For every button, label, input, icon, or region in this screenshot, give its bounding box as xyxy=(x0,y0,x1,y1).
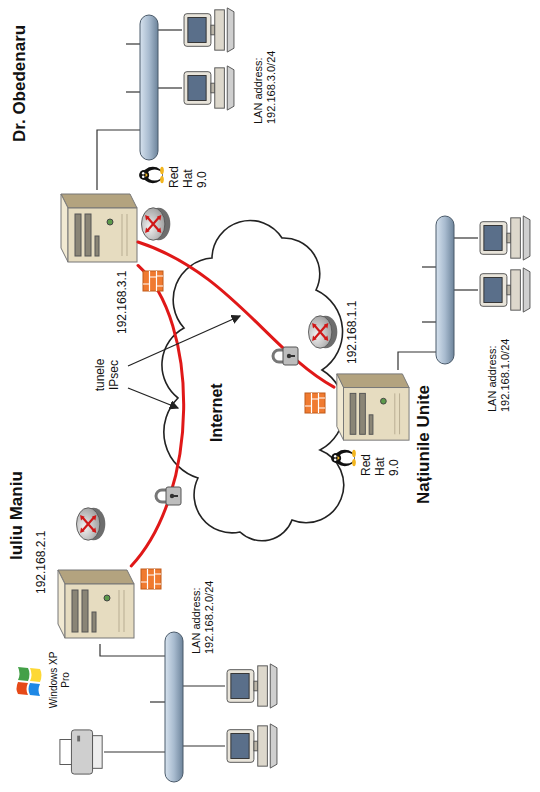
leader-arrow xyxy=(128,316,240,366)
workstation-icon xyxy=(184,8,234,52)
lan-stub xyxy=(422,266,436,267)
workstation-icon xyxy=(227,664,277,708)
lan-stub xyxy=(126,43,140,44)
site-title: Națiunile Unite xyxy=(414,385,434,504)
printer-icon xyxy=(60,730,102,774)
lan-wire xyxy=(183,685,225,686)
linux-logo xyxy=(139,167,164,184)
windows-logo xyxy=(17,667,42,696)
workstation-icon xyxy=(480,268,530,312)
lan-bus xyxy=(165,632,183,782)
server-node: Iuliu Maniu192.168.2.1 xyxy=(55,566,135,644)
ipsec-tunnel xyxy=(131,265,183,566)
ip-address: 192.168.2.1 xyxy=(35,531,49,594)
lan-address: LAN address: 192.168.3.0/24 xyxy=(252,40,277,124)
workstation-icon xyxy=(227,724,277,768)
leader-arrow xyxy=(128,388,178,408)
lan-wire xyxy=(183,745,225,746)
lan-wire xyxy=(158,87,182,88)
lock-icon xyxy=(273,347,298,365)
firewall-icon xyxy=(305,393,325,413)
server-node: Dr. Obedenaru192.168.3.1 xyxy=(58,190,138,268)
lan-wire xyxy=(100,644,165,656)
server-icon xyxy=(337,374,409,440)
ip-address: 192.168.1.1 xyxy=(346,301,360,364)
lan-bus xyxy=(140,15,158,160)
ipsec-tunnel xyxy=(138,242,334,387)
lock-icon xyxy=(156,487,181,505)
lan-wire xyxy=(454,237,478,238)
lan-stub xyxy=(150,701,165,702)
lan-wire xyxy=(104,751,165,752)
lan-wire xyxy=(398,352,436,370)
server-shape xyxy=(55,566,135,644)
server-node: Națiunile Unite192.168.1.1 xyxy=(334,370,410,446)
cloud-outline xyxy=(162,220,344,540)
server-icon xyxy=(58,570,134,638)
os-label: Windows XP Pro xyxy=(48,648,71,712)
ip-address: 192.168.3.1 xyxy=(116,271,130,334)
linux-logo xyxy=(331,450,356,467)
lan-stub xyxy=(422,321,436,322)
workstation-icon xyxy=(480,216,530,260)
server-icon xyxy=(61,194,137,262)
lan-wire xyxy=(158,29,182,30)
os-label: Red Hat 9.0 xyxy=(360,446,401,476)
lan-address: LAN address: 192.168.2.0/24 xyxy=(190,570,215,654)
lan-wire xyxy=(454,289,478,290)
lan-stub xyxy=(126,91,140,92)
workstation-icon xyxy=(184,66,234,110)
server-shape xyxy=(334,370,410,446)
site-title: Iuliu Maniu xyxy=(7,471,27,560)
lan-wire xyxy=(97,130,140,190)
router-icon xyxy=(309,316,338,348)
firewall-icon xyxy=(141,569,161,589)
lan-bus xyxy=(436,216,454,364)
firewall-icon xyxy=(143,271,163,291)
router-icon xyxy=(77,508,106,540)
server-shape xyxy=(58,190,138,268)
lan-address: LAN address: 192.168.1.0/24 xyxy=(486,328,511,412)
tunnel-note: tunele IPsec xyxy=(94,350,122,400)
site-title: Dr. Obedenaru xyxy=(10,25,30,142)
router-icon xyxy=(142,208,171,240)
os-label: Red Hat 9.0 xyxy=(168,158,209,188)
cloud-label: Internet xyxy=(208,383,226,442)
